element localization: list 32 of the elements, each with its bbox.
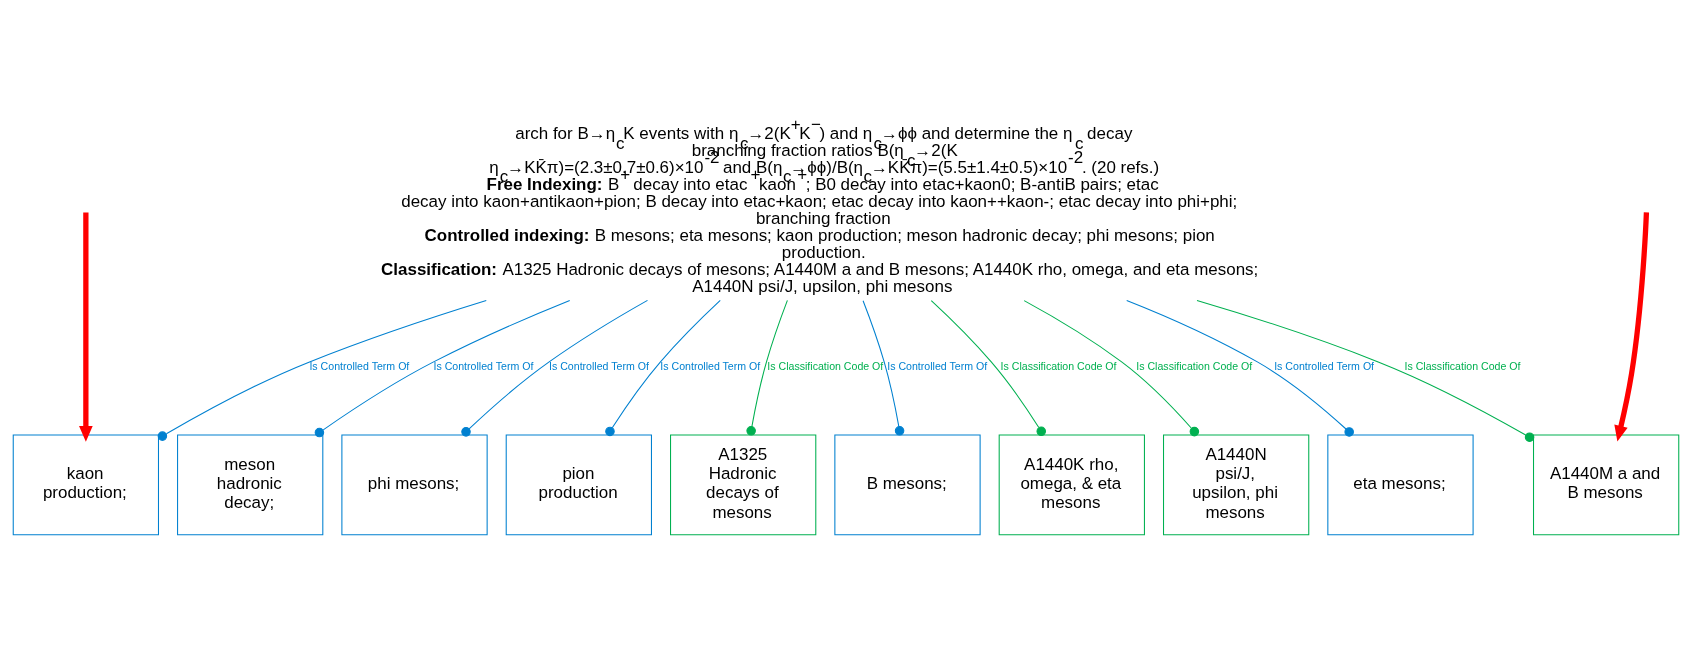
edge-label: Is Controlled Term Of (1273, 359, 1374, 372)
edge-label: Is Controlled Term Of (886, 359, 987, 372)
node-box: meson hadronic decay; (176, 434, 323, 535)
node-box: A1440N psi/J, upsilon, phi mesons (1162, 434, 1309, 535)
connector (460, 299, 648, 437)
connector (604, 299, 721, 436)
edge-label: Is Classification Code Of (1403, 359, 1520, 372)
connector (1023, 299, 1199, 436)
connector (862, 299, 904, 436)
node-box: kaon production; (12, 434, 159, 535)
edge-label: Is Controlled Term Of (432, 359, 533, 372)
arrow (78, 211, 93, 442)
connector (157, 299, 487, 441)
node-box: A1440M a and B mesons (1532, 434, 1679, 535)
connector (1195, 299, 1534, 442)
edge-label: Is Controlled Term Of (659, 359, 760, 372)
edge-label: Is Controlled Term Of (548, 359, 649, 372)
arrow (1613, 211, 1649, 441)
node-box: eta mesons; (1326, 434, 1474, 535)
node-box: B mesons; (833, 434, 981, 535)
node-box: A1440K rho, omega, & eta mesons (998, 434, 1145, 535)
edge-label: Is Classification Code Of (1135, 359, 1252, 372)
node-box: A1325 Hadronic decays of mesons (669, 434, 816, 535)
connector (314, 299, 570, 437)
connector (745, 299, 788, 436)
node-box: phi mesons; (340, 434, 488, 535)
edge-label: Is Classification Code Of (1000, 359, 1117, 372)
connector (1125, 299, 1354, 437)
edge-label: Is Controlled Term Of (308, 359, 409, 372)
connector (930, 299, 1046, 436)
edge-label: Is Classification Code Of (766, 359, 883, 372)
node-box: pion production (505, 434, 652, 535)
